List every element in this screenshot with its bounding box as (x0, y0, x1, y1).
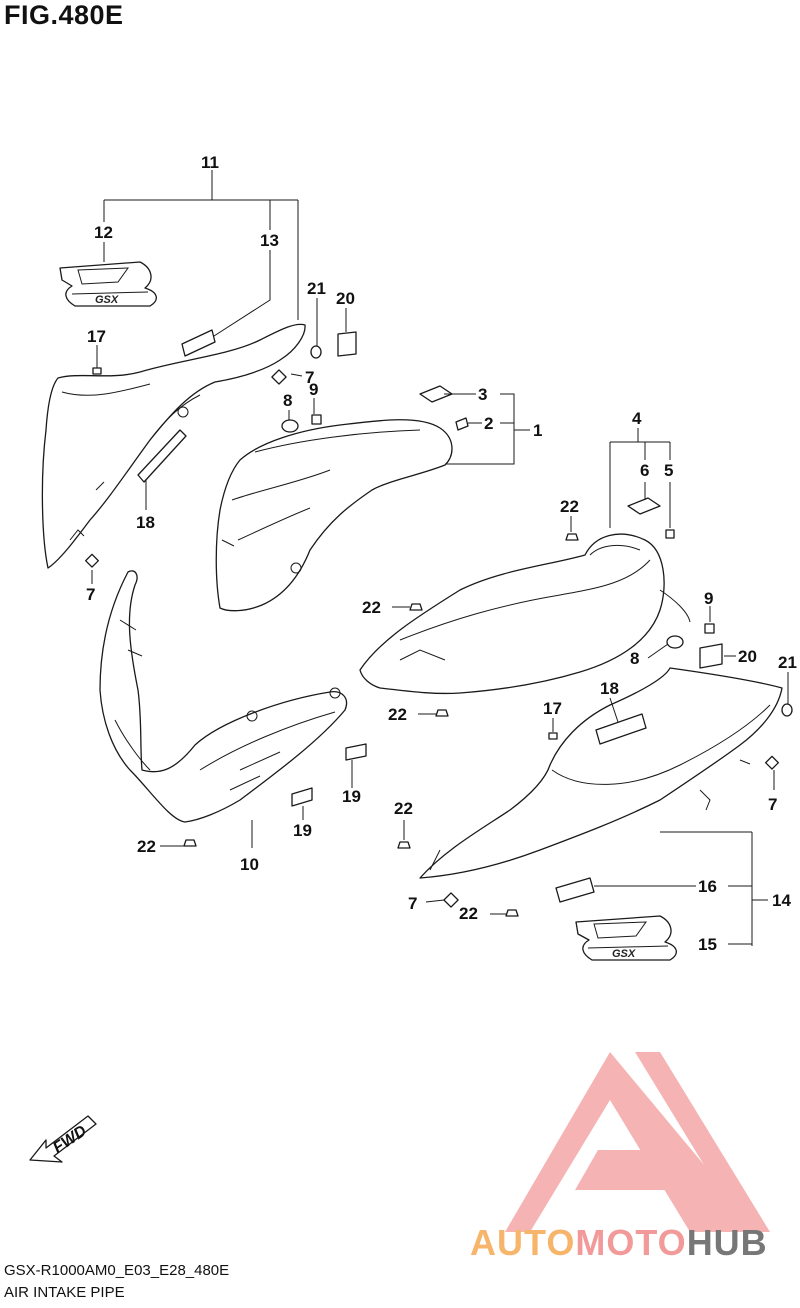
callout-22-a: 22 (560, 497, 579, 516)
part-6-pad (627, 497, 661, 515)
callout-3: 3 (478, 385, 487, 404)
sticker-19-b (291, 787, 313, 807)
callout-7-d: 7 (408, 894, 417, 913)
callout-22-b: 22 (362, 598, 381, 617)
leader-lines (91, 170, 789, 946)
callout-22-d: 22 (394, 799, 413, 818)
gsxr-emblem-12: GSX (59, 261, 157, 307)
callout-5: 5 (664, 461, 673, 480)
callout-8-left: 8 (283, 391, 292, 410)
callout-19-b: 19 (293, 821, 312, 840)
callout-16: 16 (698, 877, 717, 896)
sticker-18-left (137, 429, 187, 483)
air-intake-pipe-right (359, 533, 691, 695)
callout-22-f: 22 (459, 904, 478, 923)
callout-21-left: 21 (307, 279, 326, 298)
callout-9-right: 9 (704, 589, 713, 608)
callout-20-left: 20 (336, 289, 355, 308)
watermark-logo (505, 1052, 770, 1232)
callout-12: 12 (94, 223, 113, 242)
sticker-16 (555, 877, 595, 903)
callout-7-a: 7 (305, 368, 314, 387)
callout-15: 15 (698, 935, 717, 954)
sticker-18-right (595, 713, 647, 745)
callout-14: 14 (772, 891, 791, 910)
callout-1: 1 (533, 421, 542, 440)
part-5-pad (665, 529, 675, 539)
callout-18-right: 18 (600, 679, 619, 698)
callout-17-right: 17 (543, 699, 562, 718)
sticker-20-right (699, 643, 723, 669)
sticker-13 (181, 329, 216, 357)
callout-labels: 11 12 13 21 20 17 7 8 9 3 2 1 4 6 5 18 2… (86, 153, 797, 954)
sticker-19-a (345, 743, 367, 761)
sticker-20-left (337, 331, 357, 357)
watermark-moto: MOTO (575, 1222, 687, 1263)
callout-18-left: 18 (136, 513, 155, 532)
watermark-text: AUTOMOTOHUB (470, 1222, 768, 1264)
right-lower-cowl (419, 667, 783, 879)
svg-text:GSX: GSX (95, 294, 119, 306)
left-upper-cowl (41, 323, 306, 569)
callout-17-left: 17 (87, 327, 106, 346)
callout-7-b: 7 (86, 585, 95, 604)
callout-11: 11 (201, 153, 219, 172)
callout-2: 2 (484, 414, 493, 433)
model-code: GSX-R1000AM0_E03_E28_480E (4, 1262, 230, 1279)
gsxr-emblem-15: GSX (575, 915, 677, 961)
callout-19-a: 19 (342, 787, 361, 806)
callout-20-right: 20 (738, 647, 757, 666)
svg-text:GSX: GSX (612, 948, 636, 960)
callout-9-left: 9 (309, 380, 318, 399)
fwd-arrow-icon: FWD (29, 1115, 97, 1163)
callout-22-e: 22 (137, 837, 156, 856)
callout-4: 4 (632, 409, 642, 428)
callout-10: 10 (240, 855, 259, 874)
callout-6: 6 (640, 461, 649, 480)
callout-7-c: 7 (768, 795, 777, 814)
caption: AIR INTAKE PIPE (4, 1284, 125, 1301)
left-inner-duct (99, 570, 348, 823)
watermark-auto: AUTO (470, 1222, 576, 1263)
callout-22-c: 22 (388, 705, 407, 724)
watermark-hub: HUB (686, 1222, 768, 1263)
callout-13: 13 (260, 231, 279, 250)
callout-21-right: 21 (778, 653, 797, 672)
part-2-pad (455, 417, 469, 431)
fasteners (84, 345, 793, 917)
callout-8-right: 8 (630, 649, 639, 668)
air-intake-pipe-left (215, 419, 453, 612)
figure-title: FIG.480E (4, 0, 124, 30)
